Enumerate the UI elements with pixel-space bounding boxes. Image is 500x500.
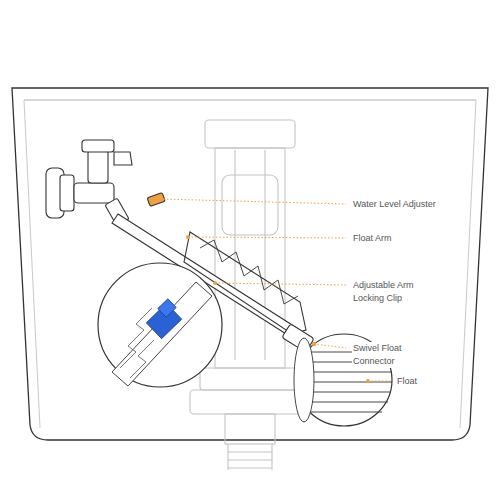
leader-dots: [158, 197, 370, 383]
part-label: Float Arm: [352, 232, 393, 245]
part-label: Float: [396, 375, 418, 388]
clip-inset: [98, 263, 222, 387]
part-label: Adjustable Arm Locking Clip: [352, 279, 434, 305]
part-label: Swivel Float Connector: [352, 342, 434, 368]
fill-valve: [46, 140, 165, 226]
tank-outline: [12, 88, 488, 440]
part-label: Water Level Adjuster: [352, 198, 437, 211]
